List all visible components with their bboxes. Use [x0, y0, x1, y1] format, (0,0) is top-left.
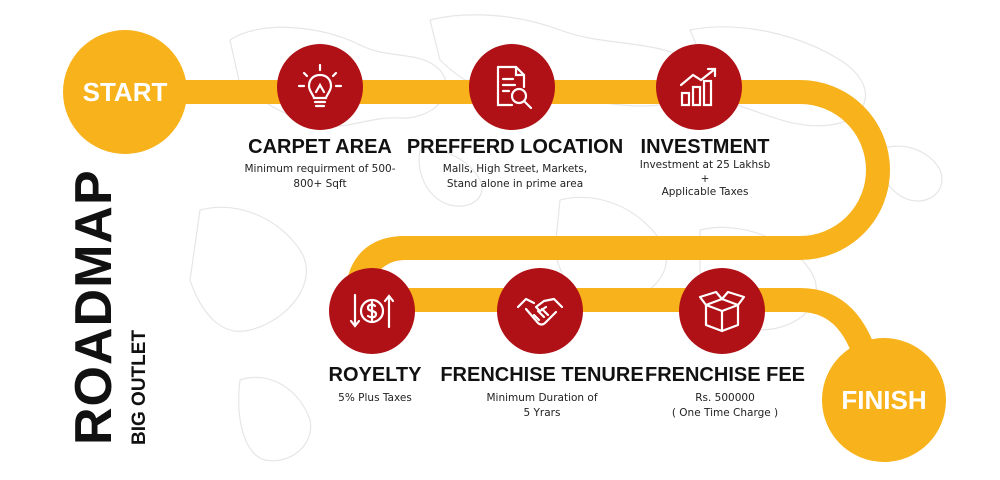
step-title-prefferd-location: PREFFERD LOCATION: [406, 136, 624, 158]
step-node-frenchise-tenure: [497, 268, 583, 354]
step-desc-investment: Investment at 25 Lakhsb + Applicable Tax…: [639, 159, 771, 198]
step-desc-royelty: 5% Plus Taxes: [338, 392, 412, 404]
finish-label: FINISH: [841, 384, 927, 415]
roadmap-subtitle: BIG OUTLET: [129, 329, 150, 445]
step-title-frenchise-tenure: FRENCHISE TENURE: [440, 364, 644, 386]
step-title-carpet-area: CARPET AREA: [248, 136, 392, 158]
start-label: START: [82, 76, 168, 107]
open-box-icon: [698, 290, 746, 333]
dollar-cycle-icon: [349, 293, 395, 329]
step-desc-carpet-area: Minimum requirment of 500- 800+ Sqft: [244, 163, 396, 190]
step-title-investment: INVESTMENT: [640, 136, 770, 158]
bar-chart-growth-icon: [679, 67, 717, 107]
step-title-royelty: ROYELTY: [328, 364, 422, 386]
roadmap-title: ROADMAP: [65, 169, 123, 445]
start-circle: START: [63, 30, 187, 154]
step-node-prefferd-location: [469, 44, 555, 130]
step-node-carpet-area: [277, 44, 363, 130]
lightbulb-icon: [297, 63, 343, 108]
step-desc-frenchise-tenure: Minimum Duration of 5 Yrars: [486, 392, 598, 419]
handshake-icon: [516, 297, 564, 326]
step-node-frenchise-fee: [679, 268, 765, 354]
step-node-investment: [656, 44, 742, 130]
step-desc-frenchise-fee: Rs. 500000 ( One Time Charge ): [671, 392, 779, 419]
finish-circle: FINISH: [822, 338, 946, 462]
step-title-frenchise-fee: FRENCHISE FEE: [644, 364, 806, 386]
document-search-icon: [496, 65, 533, 110]
step-desc-prefferd-location: Malls, High Street, Markets, Stand alone…: [442, 163, 588, 190]
step-node-royelty: [329, 268, 415, 354]
